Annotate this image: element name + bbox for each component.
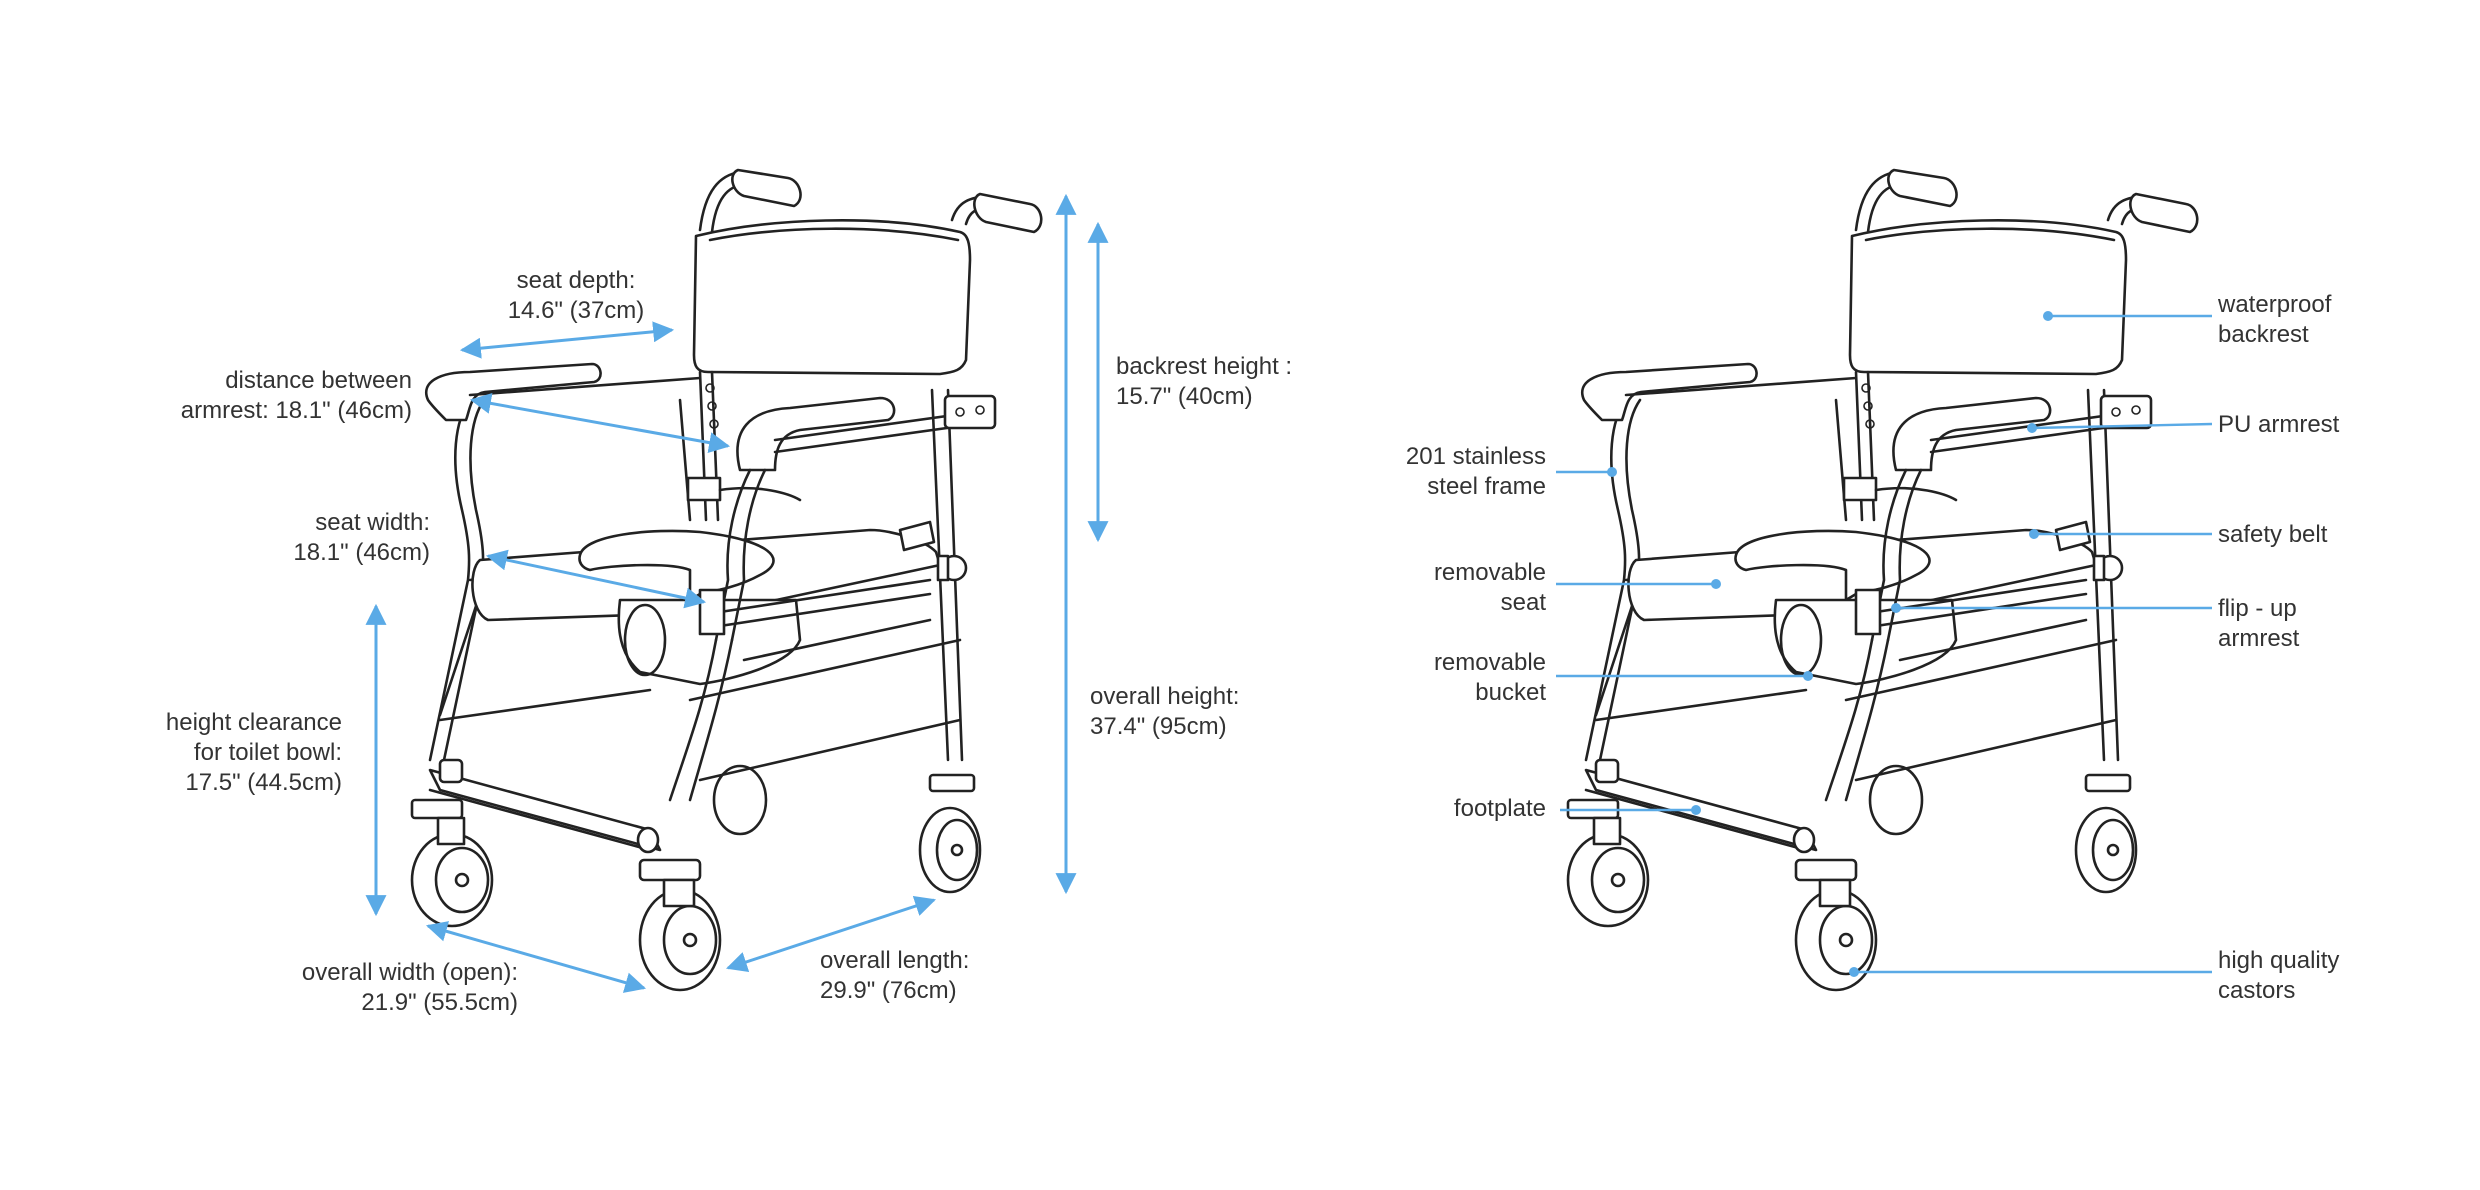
seat-depth-arrow	[459, 321, 675, 359]
dimension-arrows	[365, 193, 1109, 993]
armrest-callout	[2031, 422, 2213, 430]
feature-chair	[1566, 168, 2199, 992]
seat-width-label: seat width:18.1" (46cm)	[293, 509, 430, 566]
backrest-height-label: backrest height :15.7" (40cm)	[1116, 353, 1292, 410]
feature-callouts	[1556, 311, 2213, 977]
armrest-label: PU armrest	[2218, 411, 2340, 438]
dimension-labels: seat depth:14.6" (37cm) distance between…	[166, 267, 1292, 1016]
dimension-chair	[410, 168, 1043, 992]
footplate-label: footplate	[1454, 795, 1546, 822]
overall-width-arrow	[425, 921, 647, 993]
seat-width-arrow	[485, 549, 707, 609]
overall-length-label: overall length:29.9" (76cm)	[820, 947, 969, 1004]
overall-length-arrow	[726, 895, 936, 973]
seat-depth-label: seat depth:14.6" (37cm)	[508, 267, 645, 324]
overall-height-label: overall height:37.4" (95cm)	[1090, 683, 1239, 740]
overall-width-label: overall width (open):21.9" (55.5cm)	[302, 959, 518, 1016]
safety-belt-label: safety belt	[2218, 521, 2328, 548]
armrest-distance-arrow	[469, 393, 731, 453]
